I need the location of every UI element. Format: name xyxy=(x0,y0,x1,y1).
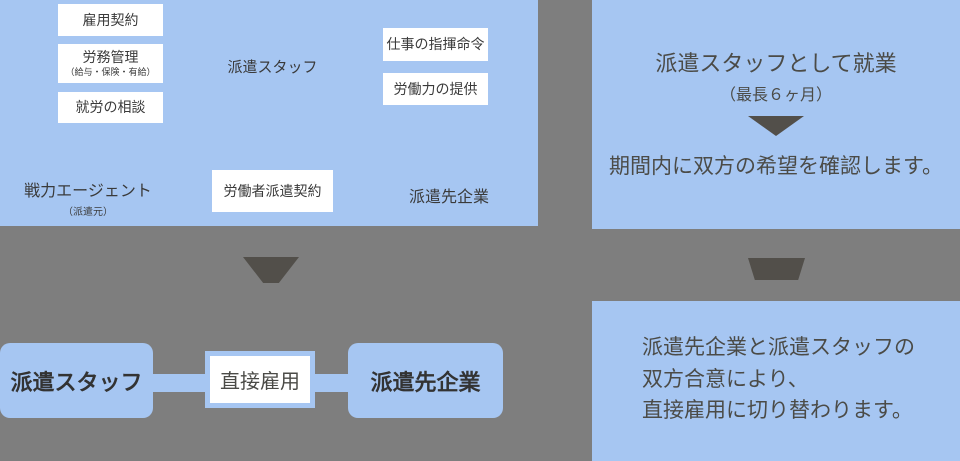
work-direction-label: 仕事の指揮命令 xyxy=(386,36,485,53)
work-consultation-label: 就労の相談 xyxy=(75,99,146,116)
worker-dispatch-contract-label: 労働者派遣契約 xyxy=(223,182,322,199)
labor-management-label: 労務管理 xyxy=(82,49,139,66)
dispatch-staff-label: 派遣スタッフ xyxy=(227,59,318,76)
direct-employment-box: 直接雇用 xyxy=(205,351,315,408)
client-company-box: 派遣先企業 xyxy=(348,343,503,418)
down-triangle-icon xyxy=(748,116,804,136)
step1-description: 期間内に双方の希望を確認します。 xyxy=(609,155,943,178)
employment-contract-label: 雇用契約 xyxy=(82,11,139,28)
panel-step2-note: 派遣先企業と派遣スタッフの 双方合意により、 直接雇用に切り替わります。 xyxy=(592,301,960,461)
connector-left xyxy=(152,374,206,392)
step1-subtitle: （最長６ヶ月） xyxy=(719,87,832,104)
agency-sublabel: （派遣元） xyxy=(63,207,113,218)
work-consultation-box: 就労の相談 xyxy=(58,92,163,123)
step2-line2: 双方合意により、 xyxy=(642,367,809,391)
client-company-label: 派遣先企業 xyxy=(408,189,489,206)
step2-description: 派遣先企業と派遣スタッフの 双方合意により、 直接雇用に切り替わります。 xyxy=(642,332,915,427)
worker-dispatch-contract-box: 労働者派遣契約 xyxy=(212,170,333,212)
labor-management-box: 労務管理 （給与・保険・有給） xyxy=(58,44,163,83)
agency-name: 戦力エージェント xyxy=(24,183,152,200)
employment-contract-box: 雇用契約 xyxy=(58,4,163,36)
connector-right xyxy=(314,374,349,392)
step1-title: 派遣スタッフとして就業 xyxy=(655,51,897,76)
staff-box: 派遣スタッフ xyxy=(0,343,153,418)
down-arrow-icon xyxy=(748,258,805,280)
step2-line1: 派遣先企業と派遣スタッフの xyxy=(642,336,915,359)
down-arrow-icon xyxy=(243,257,299,283)
labor-management-sublabel: （給与・保険・有給） xyxy=(65,67,156,77)
step2-line3: 直接雇用に切り替わります。 xyxy=(642,399,913,422)
panel-dispatch-period: 雇用契約 労務管理 （給与・保険・有給） 就労の相談 派遣スタッフ 仕事の指揮命… xyxy=(0,0,538,226)
panel-step1-note: 派遣スタッフとして就業 （最長６ヶ月） 期間内に双方の希望を確認します。 xyxy=(592,0,960,229)
labor-provision-box: 労働力の提供 xyxy=(383,73,488,105)
agency-label: 戦力エージェント （派遣元） xyxy=(8,177,168,218)
labor-provision-label: 労働力の提供 xyxy=(393,80,478,97)
work-direction-box: 仕事の指揮命令 xyxy=(383,28,488,61)
